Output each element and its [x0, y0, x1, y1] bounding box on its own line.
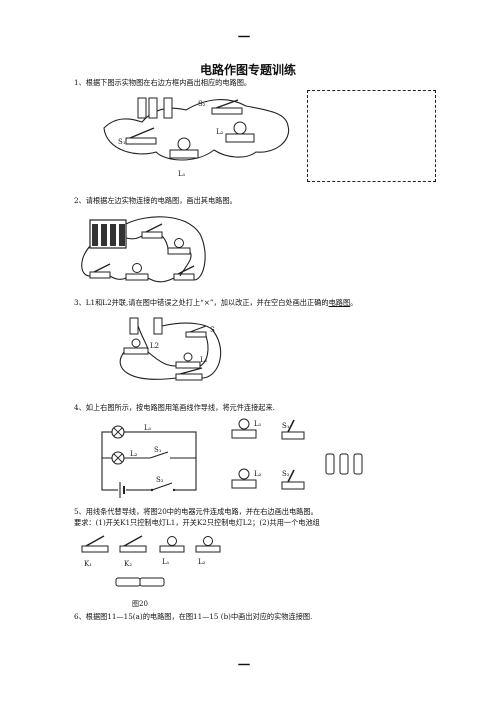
label-s1: S₁ [282, 422, 290, 430]
label-s2: S₂ [282, 470, 290, 478]
switch-s1-symbol [149, 451, 196, 462]
switch-icon [281, 469, 305, 490]
question-4: 4、如上右图所示，按电路图用笔画线作导线，将元件连接起来. [74, 403, 275, 412]
page-title: 电路作图专题训练 [199, 63, 296, 77]
battery-icon [325, 453, 363, 475]
label-k2: K₂ [124, 560, 132, 568]
bulb-icon [125, 263, 149, 281]
question-5: 5、用线条代替导线，将图20中的电器元件连成电路，并在右边画出电路图。 [74, 507, 318, 516]
label-l2: L₂ [130, 450, 138, 458]
switch-icon [185, 325, 207, 338]
label-l1: L₁ [200, 356, 208, 364]
figure-2-physical-circuit [81, 216, 206, 283]
question-1: 1、根据下图示实物图在右边方框内画出相应的电路图。 [74, 78, 252, 87]
bulb-icon [169, 137, 199, 159]
battery-icon [129, 317, 163, 335]
label-l1: L₁ [178, 170, 186, 178]
figure-1-physical-circuit: S₂ S₁ L₂ L₁ [103, 97, 290, 178]
label-l2: L₂ [254, 470, 262, 478]
bulb-icon [167, 238, 191, 255]
lamp-l2-symbol [111, 451, 125, 465]
switch-icon [175, 367, 203, 381]
battery-icon [115, 577, 165, 587]
label-l2: L₂ [198, 558, 206, 566]
battery-symbol [118, 482, 126, 498]
label-s1: S₁ [154, 446, 162, 454]
label-k1: K₁ [84, 560, 92, 568]
question-6: 6、根据图11—15(a)的电路图，在图11—15 (b)中画出对应的实物连接图… [74, 612, 313, 621]
switch-icon [125, 127, 157, 145]
footer-mark: 一 [238, 658, 251, 672]
label-l1: L₁ [144, 424, 152, 432]
switch-icon [211, 99, 243, 115]
switch-icon [119, 535, 147, 553]
header-mark: 一 [238, 30, 251, 44]
figure-20-components: K₁ K₂ L₁ L₂ 图20 [81, 535, 221, 608]
bulb-icon [231, 468, 257, 489]
battery-box-icon [89, 219, 127, 249]
bulb-icon [225, 121, 255, 143]
bulb-icon [231, 418, 257, 439]
question-3-end: 。 [350, 298, 358, 307]
bulb-icon [123, 338, 149, 355]
question-3: 3、L1和L2并联,请在图中错误之处打上“×”，加以改正，并在空白处画出正确的电… [74, 298, 357, 307]
switch-icon [141, 223, 163, 239]
label-l2: L₂ [216, 128, 224, 136]
figure-20-caption: 图20 [132, 600, 148, 608]
bulb-icon [195, 536, 221, 553]
switch-icon [81, 535, 109, 553]
label-l1: L₁ [162, 558, 170, 566]
label-l1: L₁ [254, 420, 262, 428]
figure-4-circuit-diagram: L₁ L₂ S₁ S₂ [101, 424, 197, 498]
lamp-l1-symbol [111, 425, 125, 439]
label-s1: S₁ [118, 138, 126, 146]
question-5-requirements: 要求：(1)开关K1只控制电灯L1，开关K2只控制电灯L2；(2)共用一个电池组 [74, 518, 320, 527]
label-s2: S₂ [156, 476, 164, 484]
label-l2: L2 [150, 342, 159, 350]
battery-icon [163, 97, 173, 119]
question-2: 2、请根据左边实物连接的电路图，画出其电路图。 [74, 196, 237, 205]
label-s2: S₂ [198, 100, 206, 108]
figure-3-physical-circuit: S L2 L₁ [119, 317, 222, 381]
battery-icon [137, 97, 158, 119]
answer-box-1 [307, 90, 436, 182]
switch-s2-symbol [150, 482, 176, 494]
switch-icon [173, 265, 195, 281]
figure-4-components: L₁ S₁ L₂ S₂ [231, 418, 363, 490]
question-3-text: 3、L1和L2并联,请在图中错误之处打上“×”，加以改正，并在空白处画出正确的 [74, 298, 329, 307]
circuit-diagram-link[interactable]: 电路图 [328, 298, 351, 307]
bulb-icon [175, 352, 201, 369]
switch-icon [281, 419, 305, 440]
switch-icon [89, 263, 111, 279]
label-s: S [210, 326, 215, 334]
bulb-icon [159, 536, 185, 553]
